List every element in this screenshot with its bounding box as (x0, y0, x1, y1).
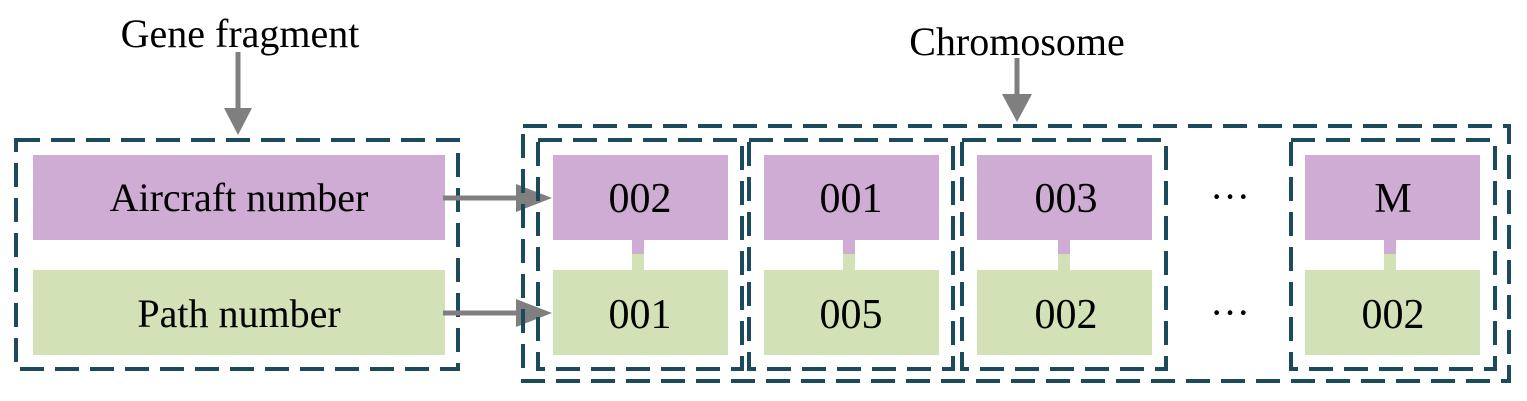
gene-group: 001 005 (747, 138, 955, 371)
gene-path-value: 002 (1035, 292, 1098, 338)
gene-aircraft-box (553, 155, 728, 240)
gene-path-value: 002 (1362, 292, 1425, 338)
ellipsis-top: ··· (1210, 174, 1250, 219)
gene-aircraft-value: 003 (1035, 176, 1098, 222)
gene-path-value: 005 (820, 292, 883, 338)
gene-aircraft-value: 002 (609, 176, 672, 222)
gene-path-box (1305, 270, 1480, 355)
gene-aircraft-box (977, 155, 1152, 240)
gene-frame (747, 138, 955, 371)
gene-path-value: 001 (609, 292, 672, 338)
path-number-label: Path number (137, 291, 340, 336)
aircraft-number-box (33, 155, 445, 240)
gene-path-box (764, 270, 939, 355)
gene-fragment-label: Gene fragment (121, 11, 360, 56)
ellipsis-bottom: ··· (1210, 290, 1250, 335)
gene-connector (843, 254, 855, 270)
gene-connector (632, 254, 644, 270)
gene-aircraft-box (764, 155, 939, 240)
gene-connector (1384, 240, 1396, 254)
gene-aircraft-value: M (1374, 176, 1411, 222)
gene-fragment-down-arrow (224, 52, 252, 135)
gene-group: 003 002 (960, 138, 1168, 371)
gene-frame (1289, 138, 1497, 371)
gene-path-box (553, 270, 728, 355)
gene-path-box (977, 270, 1152, 355)
chromosome-label: Chromosome (909, 19, 1125, 64)
gene-connector (1384, 254, 1396, 270)
aircraft-number-label: Aircraft number (110, 175, 369, 220)
gene-connector (843, 240, 855, 254)
gene-group: M 002 (1289, 138, 1497, 371)
gene-group: 002 001 (536, 138, 744, 371)
chromosome-frame (521, 124, 1511, 383)
gene-frame (536, 138, 744, 371)
gene-fragment-frame (14, 138, 460, 371)
chromosome-down-arrow (1002, 58, 1032, 122)
gene-frame (960, 138, 1168, 371)
gene-connector (632, 240, 644, 254)
gene-connector (1058, 240, 1070, 254)
gene-aircraft-value: 001 (820, 176, 883, 222)
gene-connector (1058, 254, 1070, 270)
path-number-box (33, 270, 445, 355)
gene-aircraft-box (1305, 155, 1480, 240)
